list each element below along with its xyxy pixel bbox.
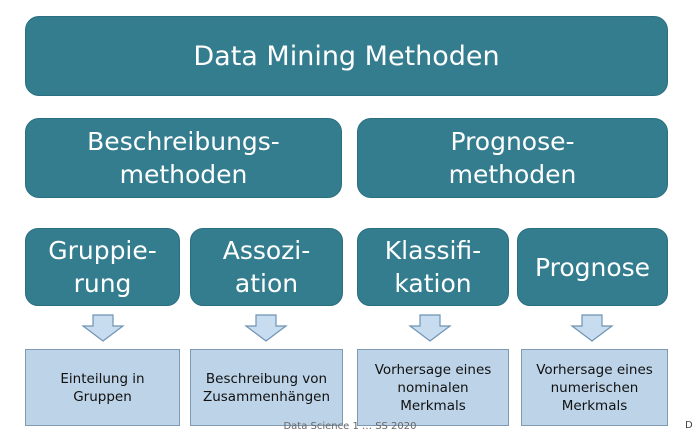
method-assoziation: Assozi- ation [190,228,343,306]
description-gruppierung: Einteilung in Gruppen [25,349,180,426]
down-arrow-icon [570,314,614,342]
description-klassifikation: Vorhersage eines nominalen Merkmals [357,349,509,426]
description-prognose: Vorhersage eines numerischen Merkmals [521,349,668,426]
slide-footer: Data Science 1 … SS 2020 [283,421,417,432]
method-klassifikation: Klassifi- kation [357,228,509,306]
diagram-title: Data Mining Methoden [25,16,668,96]
method-prognose: Prognose [517,228,668,306]
category-prognosemethoden: Prognose- methoden [357,118,668,198]
method-gruppierung: Gruppie- rung [25,228,180,306]
down-arrow-icon [81,314,125,342]
category-beschreibungsmethoden: Beschreibungs- methoden [25,118,342,198]
page-marker: D [685,420,693,431]
down-arrow-icon [408,314,452,342]
down-arrow-icon [244,314,288,342]
description-assoziation: Beschreibung von Zusammenhängen [190,349,343,426]
